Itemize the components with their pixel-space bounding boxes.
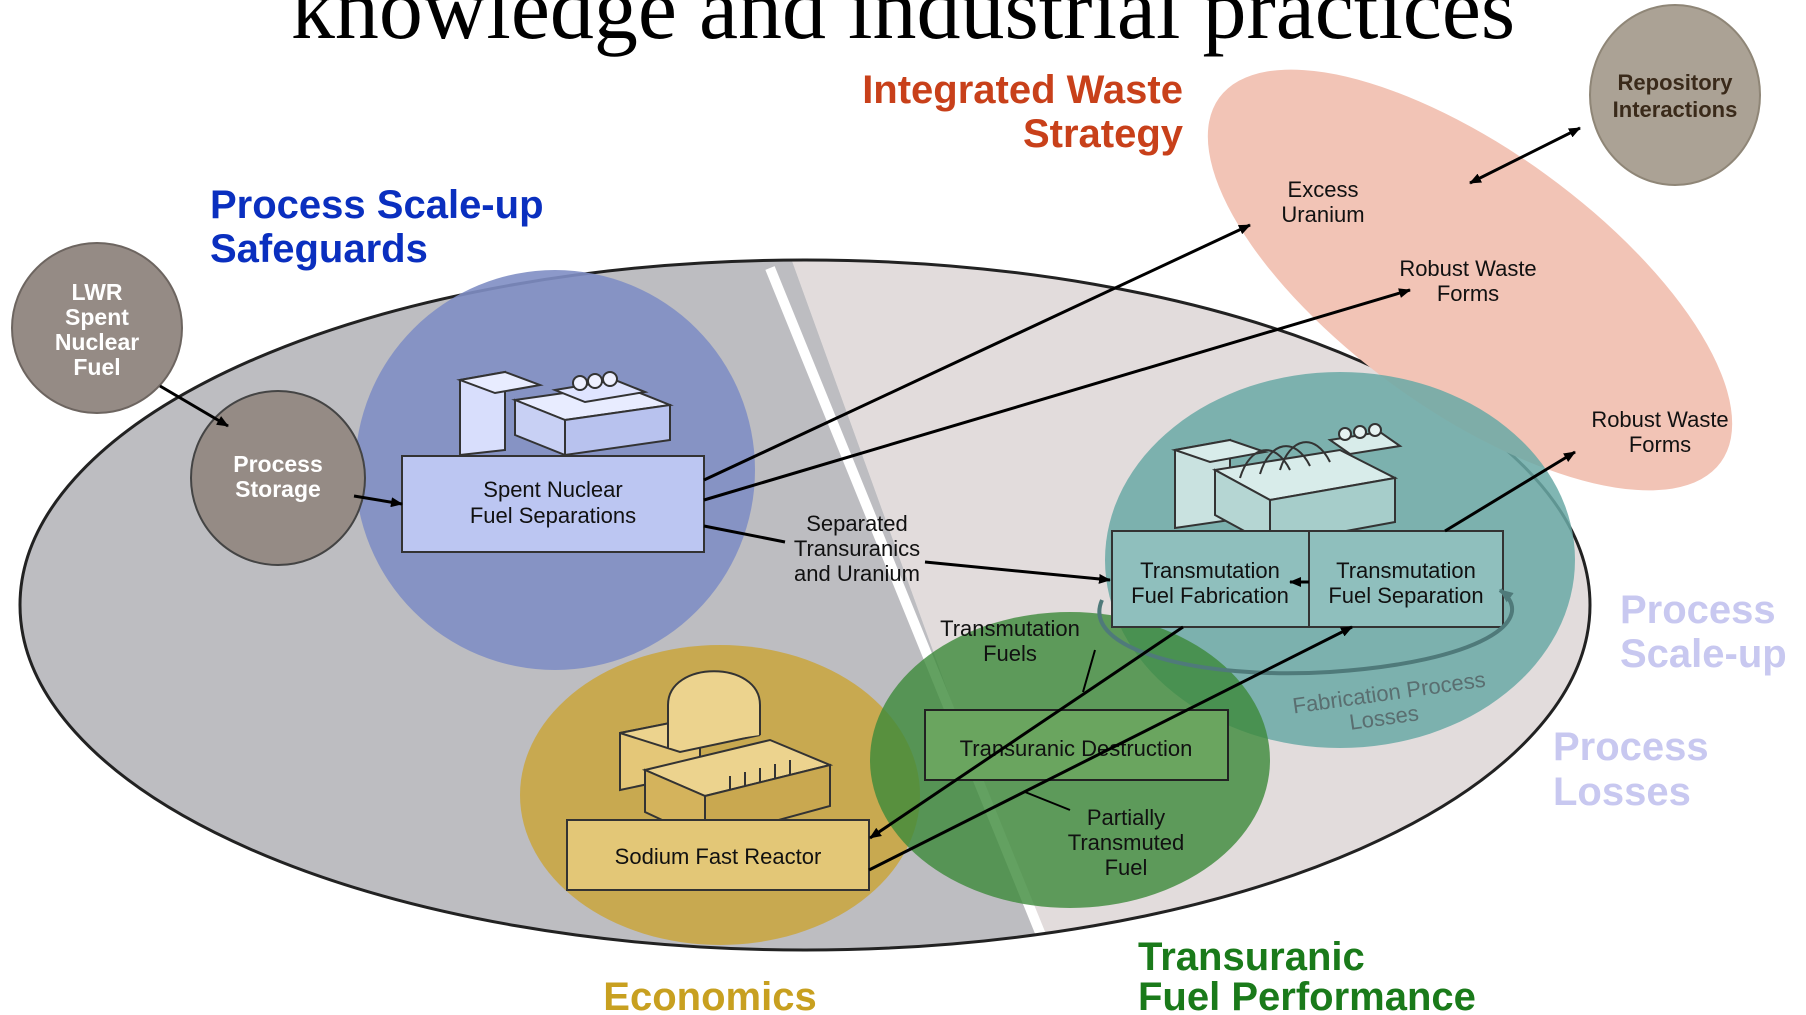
tfs-box: Transmutation Fuel Separation <box>1308 530 1504 628</box>
arrow-lwr-storage <box>159 384 229 428</box>
repository-line2: Interactions <box>1613 97 1738 122</box>
scaleup-right-line2: Scale-up <box>1620 632 1787 676</box>
waste-strategy-line2: Strategy <box>1023 112 1184 156</box>
scaleup-safeguards-line1: Process Scale-up <box>210 183 544 227</box>
sfr-box: Sodium Fast Reactor <box>566 819 870 891</box>
storage-line2: Storage <box>235 476 321 502</box>
lwr-line4: Fuel <box>73 354 120 380</box>
scaleup-safeguards-line2: Safeguards <box>210 227 428 271</box>
waste-strategy-region <box>1207 69 1733 491</box>
separations-box: Spent Nuclear Fuel Separations <box>401 455 705 553</box>
losses-right-line2: Losses <box>1553 770 1691 814</box>
repository-circle: Repository Interactions <box>1589 4 1761 186</box>
lwr-circle: LWR Spent Nuclear Fuel <box>11 242 183 414</box>
waste-strategy-line1: Integrated Waste <box>862 68 1183 112</box>
sfr-label: Sodium Fast Reactor <box>615 844 822 869</box>
arrow-trans-fuels <box>869 625 1184 840</box>
scaleup-right-line1: Process <box>1620 588 1776 632</box>
lwr-line1: LWR <box>71 279 122 305</box>
lwr-line2: Spent <box>65 304 129 330</box>
tru-fuel-line2: Fuel Performance <box>1138 975 1476 1015</box>
trans-fuels-line2: Fuels <box>983 641 1037 666</box>
arrow-robust-waste-2 <box>1444 450 1576 533</box>
arrow-partial-fuel <box>868 625 1353 872</box>
slide-title: knowledge and industrial practices <box>291 0 1515 58</box>
lwr-line3: Nuclear <box>55 329 139 355</box>
partial-line1: Partially <box>1087 805 1165 830</box>
destruction-label: Transuranic Destruction <box>960 736 1193 761</box>
separations-facility-icon <box>456 370 674 457</box>
arrow-robust-waste <box>703 288 1411 502</box>
separated-line1: Separated <box>806 511 908 536</box>
separated-line2: Transuranics <box>794 536 920 561</box>
tru-fuel-line1: Transuranic <box>1138 935 1365 979</box>
arrow-separated-b <box>924 560 1111 584</box>
fabrication-loss-loop <box>1097 588 1514 676</box>
fabrication-line1: Transmutation <box>1140 558 1280 583</box>
fabrication-box: Transmutation Fuel Fabrication <box>1111 530 1310 628</box>
separations-line1: Spent Nuclear <box>483 477 622 502</box>
arrow-repository <box>1469 126 1581 185</box>
robust-waste-2-line1: Robust Waste <box>1591 407 1728 432</box>
losses-right-line1: Process <box>1553 725 1709 769</box>
arrow-storage-separations <box>353 494 403 508</box>
separations-line2: Fuel Separations <box>470 503 636 528</box>
trans-fuels-line1: Transmutation <box>940 616 1080 641</box>
trans-fuels-leader <box>1082 649 1096 693</box>
fabrication-line2: Fuel Fabrication <box>1131 583 1289 608</box>
tfs-line1: Transmutation <box>1336 558 1476 583</box>
robust-waste-1-line2: Forms <box>1437 281 1499 306</box>
excess-uranium-line2: Uranium <box>1281 202 1364 227</box>
partial-leader <box>1024 791 1071 811</box>
separated-line3: and Uranium <box>794 561 920 586</box>
flow-arrows <box>159 126 1581 872</box>
robust-waste-2-line2: Forms <box>1629 432 1691 457</box>
partial-line2: Transmuted <box>1068 830 1185 855</box>
transmutation-facility-icon <box>1171 423 1403 547</box>
arrow-separated-a <box>703 524 786 544</box>
storage-circle: Process Storage <box>190 390 366 566</box>
excess-uranium-line1: Excess <box>1288 177 1359 202</box>
arrow-excess-uranium <box>703 223 1251 482</box>
robust-waste-1-line1: Robust Waste <box>1399 256 1536 281</box>
repository-line1: Repository <box>1618 70 1734 95</box>
tfs-line2: Fuel Separation <box>1328 583 1483 608</box>
partial-line3: Fuel <box>1105 855 1148 880</box>
economics-label: Economics <box>603 975 816 1015</box>
storage-line1: Process <box>233 451 323 477</box>
